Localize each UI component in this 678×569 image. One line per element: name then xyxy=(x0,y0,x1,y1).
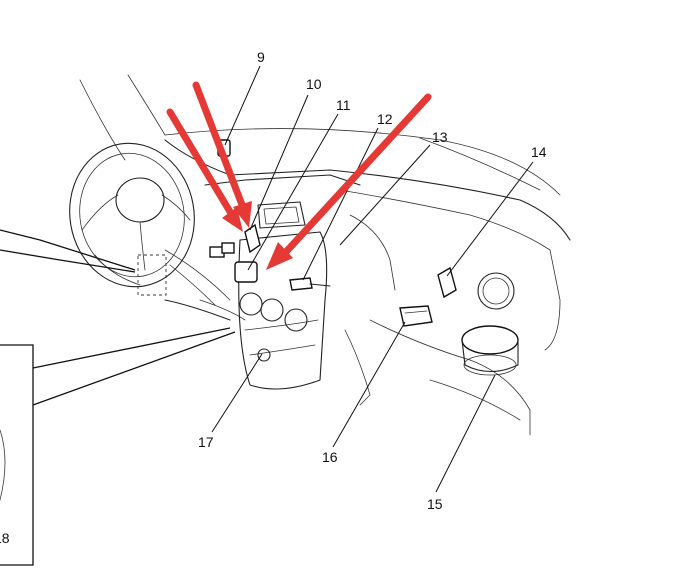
callout-label-12: 12 xyxy=(377,111,393,127)
part-16 xyxy=(399,305,433,327)
callout-label-14: 14 xyxy=(531,144,547,160)
junction-box xyxy=(137,254,167,296)
callout-label-11: 11 xyxy=(336,97,351,113)
steering-wheel xyxy=(69,142,195,288)
callout-label-17: 17 xyxy=(198,434,214,450)
part-10 xyxy=(244,223,261,254)
callout-label-16: 16 xyxy=(322,449,338,465)
part-14 xyxy=(437,266,457,299)
part-12 xyxy=(289,277,331,291)
center-stack xyxy=(238,231,328,390)
part-11 xyxy=(234,261,258,283)
red-arrow-1 xyxy=(192,81,252,228)
callout-label-10: 10 xyxy=(306,76,322,92)
callout-box-lower xyxy=(0,327,236,566)
red-arrow-2 xyxy=(166,108,243,232)
red-arrow-3 xyxy=(266,93,432,270)
callout-label-15: 15 xyxy=(427,496,443,512)
callout-box-upper xyxy=(0,229,136,273)
callout-label-18: 18 xyxy=(0,530,10,546)
callout-label-9: 9 xyxy=(257,49,265,65)
part-15-blower xyxy=(461,325,519,376)
steering-column xyxy=(164,249,231,306)
dashboard-body xyxy=(164,139,571,436)
air-vent xyxy=(477,272,515,310)
center-display xyxy=(257,201,306,229)
leader-lines xyxy=(211,65,534,493)
part-left-switches xyxy=(209,242,235,258)
callout-label-13: 13 xyxy=(432,129,448,145)
windshield-outline xyxy=(79,74,561,196)
